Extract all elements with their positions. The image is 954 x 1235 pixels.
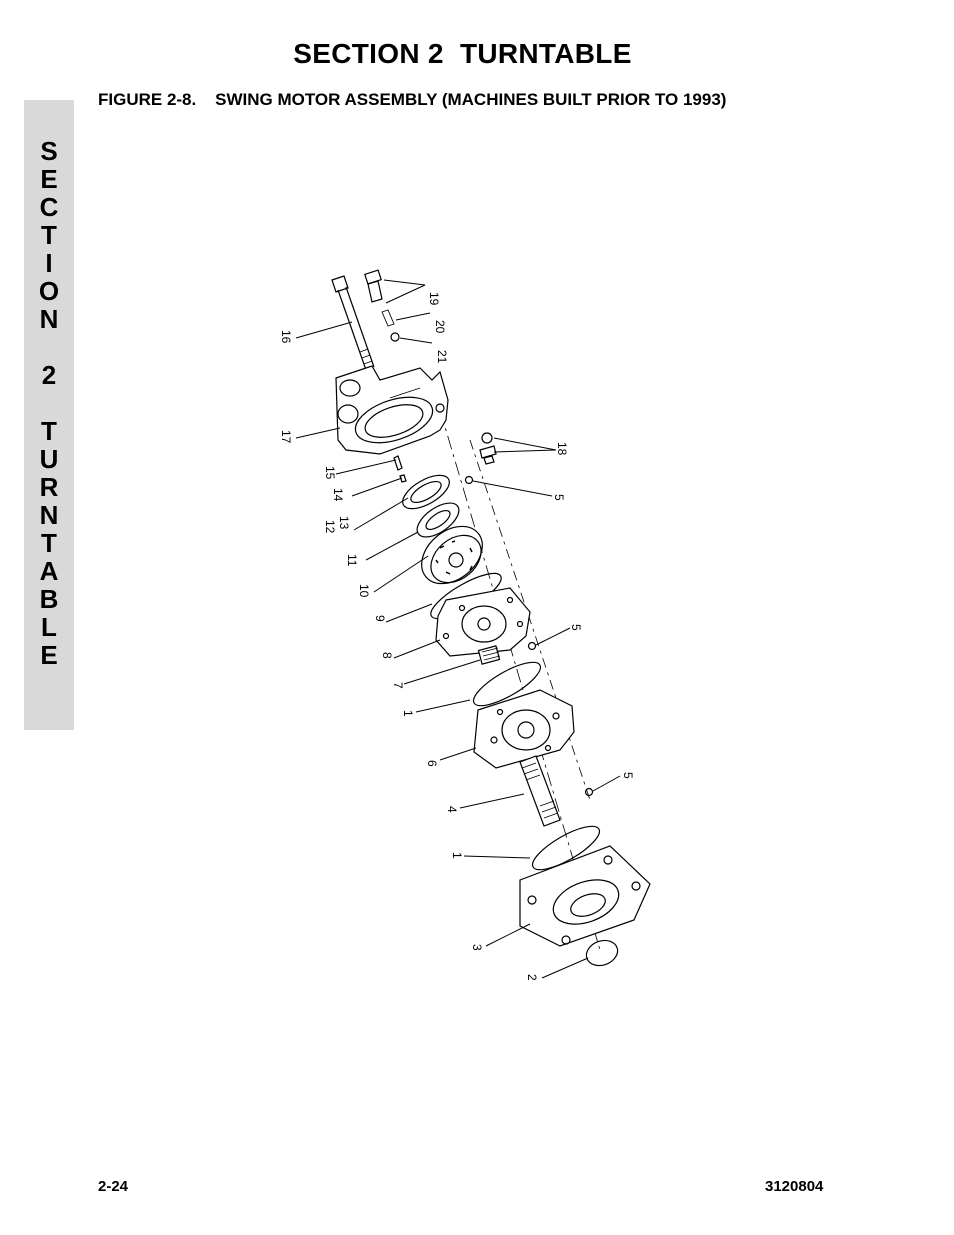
side-tab-letter: U — [39, 444, 59, 474]
callout-10: 10 — [357, 584, 371, 598]
part-2-o-ring — [585, 939, 619, 967]
part-4-shaft — [519, 755, 561, 827]
leader-lines — [295, 279, 621, 979]
side-tab-letter: R — [39, 472, 59, 502]
callout-labels: 19 20 21 16 17 18 15 14 5 12 13 11 10 9 … — [279, 292, 635, 981]
callout-4: 4 — [445, 806, 459, 813]
callout-2: 2 — [525, 974, 539, 981]
callout-17: 17 — [279, 430, 293, 444]
part-18-plug — [479, 432, 497, 465]
part-6-gerotor — [473, 689, 575, 769]
figure-title: FIGURE 2-8. SWING MOTOR ASSEMBLY (MACHIN… — [98, 90, 727, 109]
document-number: 3120804 — [765, 1178, 824, 1195]
part-11-ring — [416, 502, 460, 538]
side-tab-letter: T — [41, 416, 57, 446]
side-tab-letter: N — [39, 500, 59, 530]
part-19-21-relief-valve — [364, 269, 400, 342]
side-tab-letter: T — [41, 528, 57, 558]
callout-5-top: 5 — [552, 494, 566, 501]
side-tab-letter: O — [38, 276, 60, 306]
part-5-ball-2 — [527, 641, 537, 651]
side-tab-letter: L — [41, 612, 57, 642]
callout-15: 15 — [323, 466, 337, 480]
side-tab-letter: E — [40, 640, 58, 670]
valve-centerline — [469, 439, 591, 801]
callout-13: 13 — [337, 516, 351, 530]
side-tab-letter: 2 — [41, 360, 57, 390]
part-1-o-ring-upper — [472, 661, 542, 707]
side-tab-letter: N — [39, 304, 59, 334]
side-tab-letter: A — [39, 556, 59, 586]
part-10-valve-disc — [421, 525, 483, 585]
callout-18: 18 — [555, 442, 569, 456]
side-tab-letter: S — [40, 136, 58, 166]
part-5-ball-1 — [464, 475, 474, 485]
callout-1-lower: 1 — [450, 852, 464, 859]
callout-9: 9 — [373, 615, 387, 622]
section-title: SECTION 2 TURNTABLE — [293, 38, 632, 69]
page-number: 2-24 — [98, 1178, 129, 1195]
part-17-housing — [335, 365, 449, 455]
parts-illustration — [331, 269, 651, 967]
side-tab-letter: I — [45, 248, 53, 278]
callout-6: 6 — [425, 760, 439, 767]
callout-5-middle: 5 — [569, 624, 583, 631]
callout-7: 7 — [391, 682, 405, 689]
callout-3: 3 — [470, 944, 484, 951]
callout-11: 11 — [345, 554, 359, 567]
callout-20: 20 — [433, 320, 447, 334]
part-16-bolt — [331, 275, 375, 371]
part-12-13-seal-plate — [402, 474, 450, 510]
callout-21: 21 — [435, 350, 449, 364]
callout-19: 19 — [427, 292, 441, 306]
part-8-valve-plate — [435, 587, 531, 657]
side-tab-letter: B — [39, 584, 59, 614]
part-5-ball-3 — [584, 787, 594, 797]
part-3-end-cover — [519, 845, 651, 947]
callout-5-bottom: 5 — [621, 772, 635, 779]
callout-1-upper: 1 — [401, 710, 415, 717]
side-tab-letter: E — [40, 164, 58, 194]
callout-14: 14 — [331, 488, 345, 502]
side-tab-letter: T — [41, 220, 57, 250]
callout-8: 8 — [380, 652, 394, 659]
part-15-14-pins — [393, 455, 407, 483]
side-tab-letter: C — [39, 192, 59, 222]
callout-16: 16 — [279, 330, 293, 344]
part-1-o-ring-lower — [531, 825, 601, 871]
part-7-drive-gear — [477, 645, 501, 665]
callout-12: 12 — [323, 520, 337, 534]
